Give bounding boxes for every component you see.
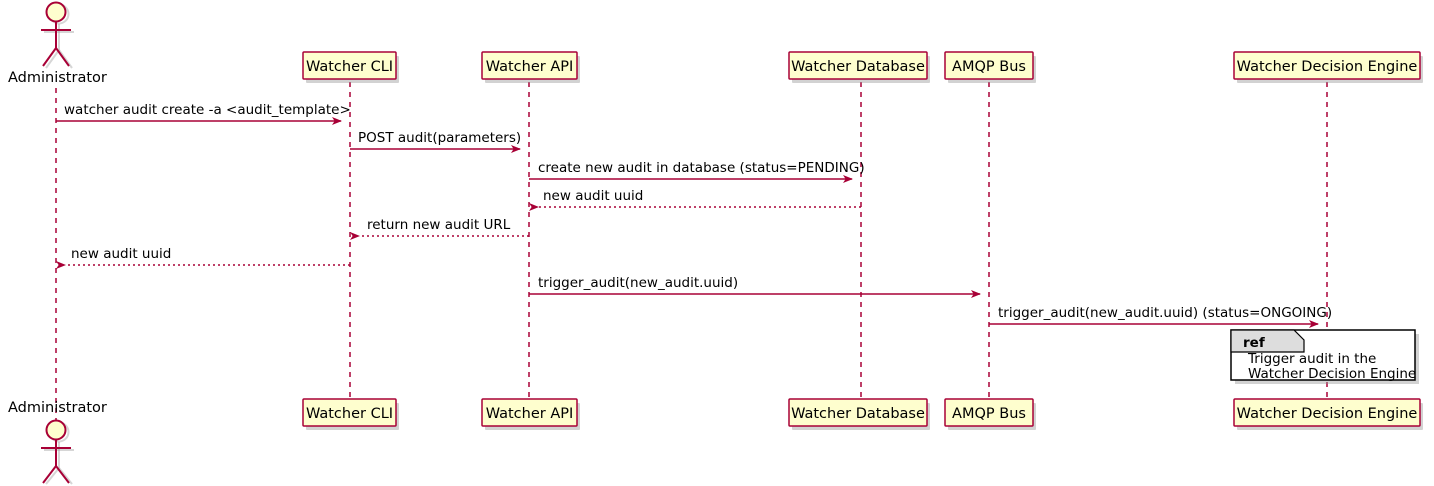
participant-rect-amqp-bus-bottom[interactable] <box>944 398 1034 427</box>
actor-head-icon-bottom <box>45 419 67 441</box>
ref-block-tab-label: ref <box>1243 335 1265 351</box>
message-5-return-new-audit-url[interactable]: return new audit URL <box>350 217 529 240</box>
message-1-watcher-audit-create[interactable]: watcher audit create -a <audit_template> <box>56 102 351 125</box>
participant-label-amqp-bus-top: AMQP Bus <box>952 59 1026 75</box>
message-6-label: new audit uuid <box>71 246 171 262</box>
ref-block-line-2: Watcher Decision Engine <box>1248 366 1416 382</box>
participant-label-watcher-api-bottom: Watcher API <box>486 406 574 422</box>
participant-rect-watcher-decision-engine-bottom[interactable] <box>1233 398 1421 427</box>
participant-box-amqp-bus-top[interactable]: AMQP Bus <box>944 51 1036 83</box>
ref-block-tab <box>1230 329 1305 353</box>
actor-leg-left-icon <box>42 47 57 67</box>
message-2-post-audit[interactable]: POST audit(parameters) <box>350 130 521 153</box>
participant-rect-watcher-database-top[interactable] <box>788 51 928 80</box>
participant-box-watcher-api-top[interactable]: Watcher API <box>481 51 580 83</box>
participant-box-watcher-cli-top[interactable]: Watcher CLI <box>302 51 399 83</box>
actor-head-icon <box>45 1 67 23</box>
participant-label-watcher-cli-top: Watcher CLI <box>306 59 393 75</box>
message-4-label: new audit uuid <box>543 188 643 204</box>
message-8-label: trigger_audit(new_audit.uuid) (status=ON… <box>998 305 1332 321</box>
participant-label-watcher-database-bottom: Watcher Database <box>791 406 925 422</box>
ref-block-line-1: Trigger audit in the <box>1247 351 1376 367</box>
participant-rect-watcher-cli-bottom[interactable] <box>302 398 397 427</box>
participant-label-watcher-decision-engine-bottom: Watcher Decision Engine <box>1237 406 1418 422</box>
message-7-label: trigger_audit(new_audit.uuid) <box>538 275 738 291</box>
message-1-label: watcher audit create -a <audit_template> <box>64 102 351 118</box>
message-2-label: POST audit(parameters) <box>358 130 521 146</box>
participant-rect-watcher-api-top[interactable] <box>481 51 578 80</box>
message-7-trigger-audit[interactable]: trigger_audit(new_audit.uuid) <box>529 275 981 298</box>
participant-rect-watcher-database-bottom[interactable] <box>788 398 928 427</box>
message-3-create-new-audit[interactable]: create new audit in database (status=PEN… <box>529 160 865 183</box>
participant-label-watcher-cli-bottom: Watcher CLI <box>306 406 393 422</box>
participant-rect-watcher-api-bottom[interactable] <box>481 398 578 427</box>
participant-box-watcher-database-top[interactable]: Watcher Database <box>788 51 930 83</box>
participant-box-watcher-cli-bottom[interactable]: Watcher CLI <box>302 398 399 430</box>
message-5-label: return new audit URL <box>367 217 511 233</box>
participant-rect-watcher-decision-engine-top[interactable] <box>1233 51 1421 80</box>
message-4-new-audit-uuid[interactable]: new audit uuid <box>529 188 861 211</box>
participant-label-amqp-bus-bottom: AMQP Bus <box>952 406 1026 422</box>
actor-leg-right-icon-bottom <box>55 465 70 484</box>
participant-box-amqp-bus-bottom[interactable]: AMQP Bus <box>944 398 1036 430</box>
actor-label-top: Administrator <box>8 70 107 86</box>
lifelines <box>55 82 1328 424</box>
actor-label-bottom: Administrator <box>8 400 107 416</box>
message-3-label: create new audit in database (status=PEN… <box>538 160 865 176</box>
participant-rect-watcher-cli-top[interactable] <box>302 51 397 80</box>
participant-box-watcher-decision-engine-bottom[interactable]: Watcher Decision Engine <box>1233 398 1423 430</box>
participant-rect-amqp-bus-top[interactable] <box>944 51 1034 80</box>
participant-box-watcher-api-bottom[interactable]: Watcher API <box>481 398 580 430</box>
participant-box-watcher-decision-engine-top[interactable]: Watcher Decision Engine <box>1233 51 1423 83</box>
participant-label-watcher-database-top: Watcher Database <box>791 59 925 75</box>
message-8-trigger-audit-ongoing[interactable]: trigger_audit(new_audit.uuid) (status=ON… <box>989 305 1332 328</box>
participant-label-watcher-decision-engine-top: Watcher Decision Engine <box>1237 59 1418 75</box>
participant-label-watcher-api-top: Watcher API <box>486 59 574 75</box>
actor-leg-right-icon <box>55 47 70 67</box>
actor-leg-left-icon-bottom <box>42 465 57 484</box>
participant-box-watcher-database-bottom[interactable]: Watcher Database <box>788 398 930 430</box>
ref-block[interactable]: ref Trigger audit in the Watcher Decisio… <box>1230 329 1419 384</box>
actor-administrator-bottom[interactable]: Administrator <box>8 400 107 485</box>
message-6-new-audit-uuid[interactable]: new audit uuid <box>56 246 350 269</box>
actor-administrator-top[interactable]: Administrator <box>8 1 107 87</box>
